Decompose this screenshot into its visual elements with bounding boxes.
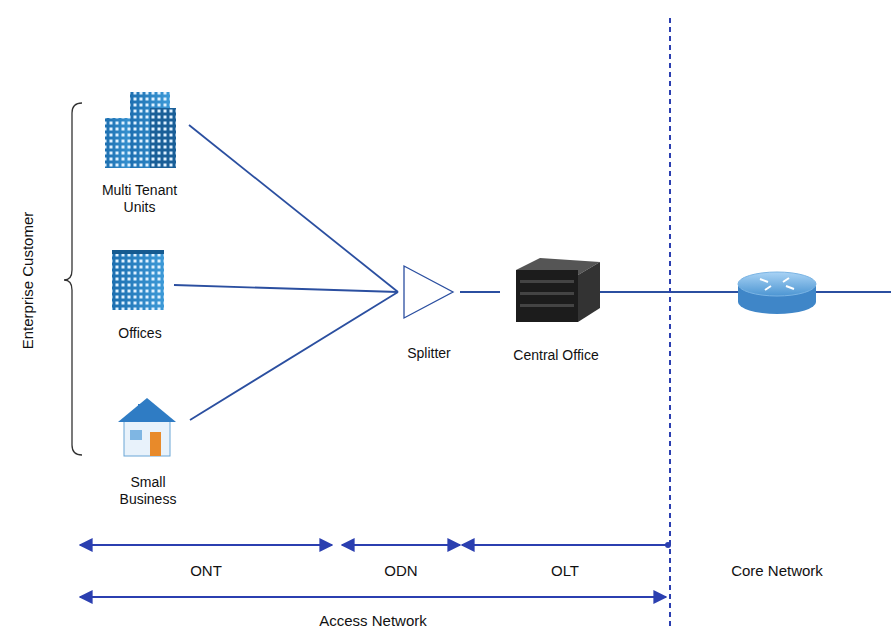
span-label: Core Network — [731, 562, 823, 579]
span-arrow — [342, 544, 460, 546]
node-label: Small Business — [106, 474, 190, 508]
span-arrow — [80, 596, 666, 598]
icon-node: Multi Tenant Units — [90, 90, 189, 216]
boundary-line — [669, 18, 671, 630]
icon-node: Splitter — [398, 262, 460, 362]
icon-node: Central Office — [500, 254, 612, 364]
fiber-line — [174, 285, 398, 292]
span-label: ONT — [190, 562, 222, 579]
node-label: Multi Tenant Units — [90, 182, 189, 216]
span-arrow — [80, 544, 332, 546]
fiber-line — [189, 125, 398, 292]
icon-node: Small Business — [106, 396, 190, 508]
span-label: OLT — [551, 562, 579, 579]
icon-node: Offices — [106, 248, 174, 342]
router-icon — [738, 272, 816, 314]
office-icon — [112, 250, 164, 310]
house-icon — [118, 398, 176, 456]
fiber-line — [460, 291, 500, 293]
span-label: ODN — [384, 562, 417, 579]
node-label: Splitter — [407, 345, 451, 362]
bracket — [64, 103, 82, 455]
link-line — [816, 291, 891, 293]
splitter-symbol — [404, 266, 453, 318]
server-icon — [516, 258, 600, 322]
building-icon — [105, 92, 176, 168]
node-label: Offices — [118, 325, 161, 342]
span-arrow — [462, 544, 668, 546]
span-label: Access Network — [319, 612, 427, 629]
fiber-line — [190, 292, 398, 420]
group-label: Enterprise Customer — [20, 211, 37, 349]
node-label: Central Office — [513, 347, 598, 364]
